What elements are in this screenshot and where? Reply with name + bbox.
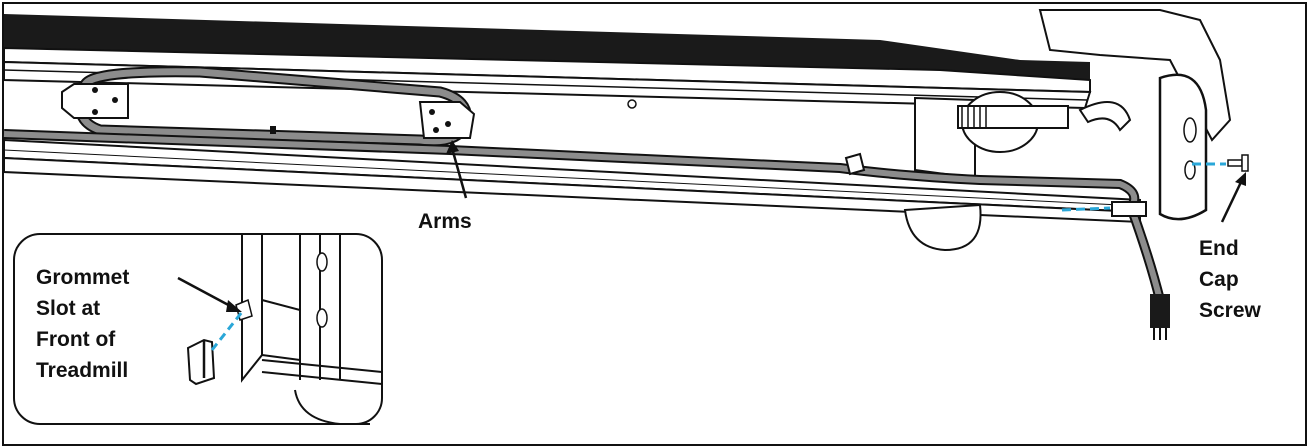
end-cap-screw <box>1227 154 1249 172</box>
end-cap-label-line: Screw <box>1199 299 1261 322</box>
inset-grommet-guide <box>210 311 244 351</box>
grommet-label-line: Grommet <box>36 266 130 289</box>
arm-left <box>61 83 129 119</box>
grommet-label-line: Treadmill <box>36 359 129 382</box>
end-cap-screw-label: End Cap Screw <box>1199 233 1261 326</box>
grommet-label-line: Slot at <box>36 297 101 320</box>
rail-hole <box>627 99 637 109</box>
power-plug <box>1150 294 1170 340</box>
end-cap-label-line: Cap <box>1199 268 1239 291</box>
rail-tab <box>270 126 276 134</box>
cable-clip <box>844 152 866 176</box>
end-cap-arrow <box>1220 172 1246 223</box>
end-cap-label-line: End <box>1199 237 1239 260</box>
grommet-slot-label: Grommet Slot at Front of Treadmill <box>36 262 129 386</box>
grommet-label-line: Front of <box>36 328 116 351</box>
roller-bracket <box>903 91 1132 252</box>
treadmill-deck <box>3 14 1092 110</box>
frame-rail <box>3 138 1141 224</box>
upright-frame <box>1038 9 1232 221</box>
arms-label: Arms <box>418 210 472 233</box>
arm-right <box>418 101 476 139</box>
inset-detail <box>13 233 383 425</box>
inset-grommet <box>186 338 216 386</box>
grommet <box>1111 201 1147 217</box>
grommet-guide <box>1061 206 1111 212</box>
arms-arrow <box>446 140 468 199</box>
